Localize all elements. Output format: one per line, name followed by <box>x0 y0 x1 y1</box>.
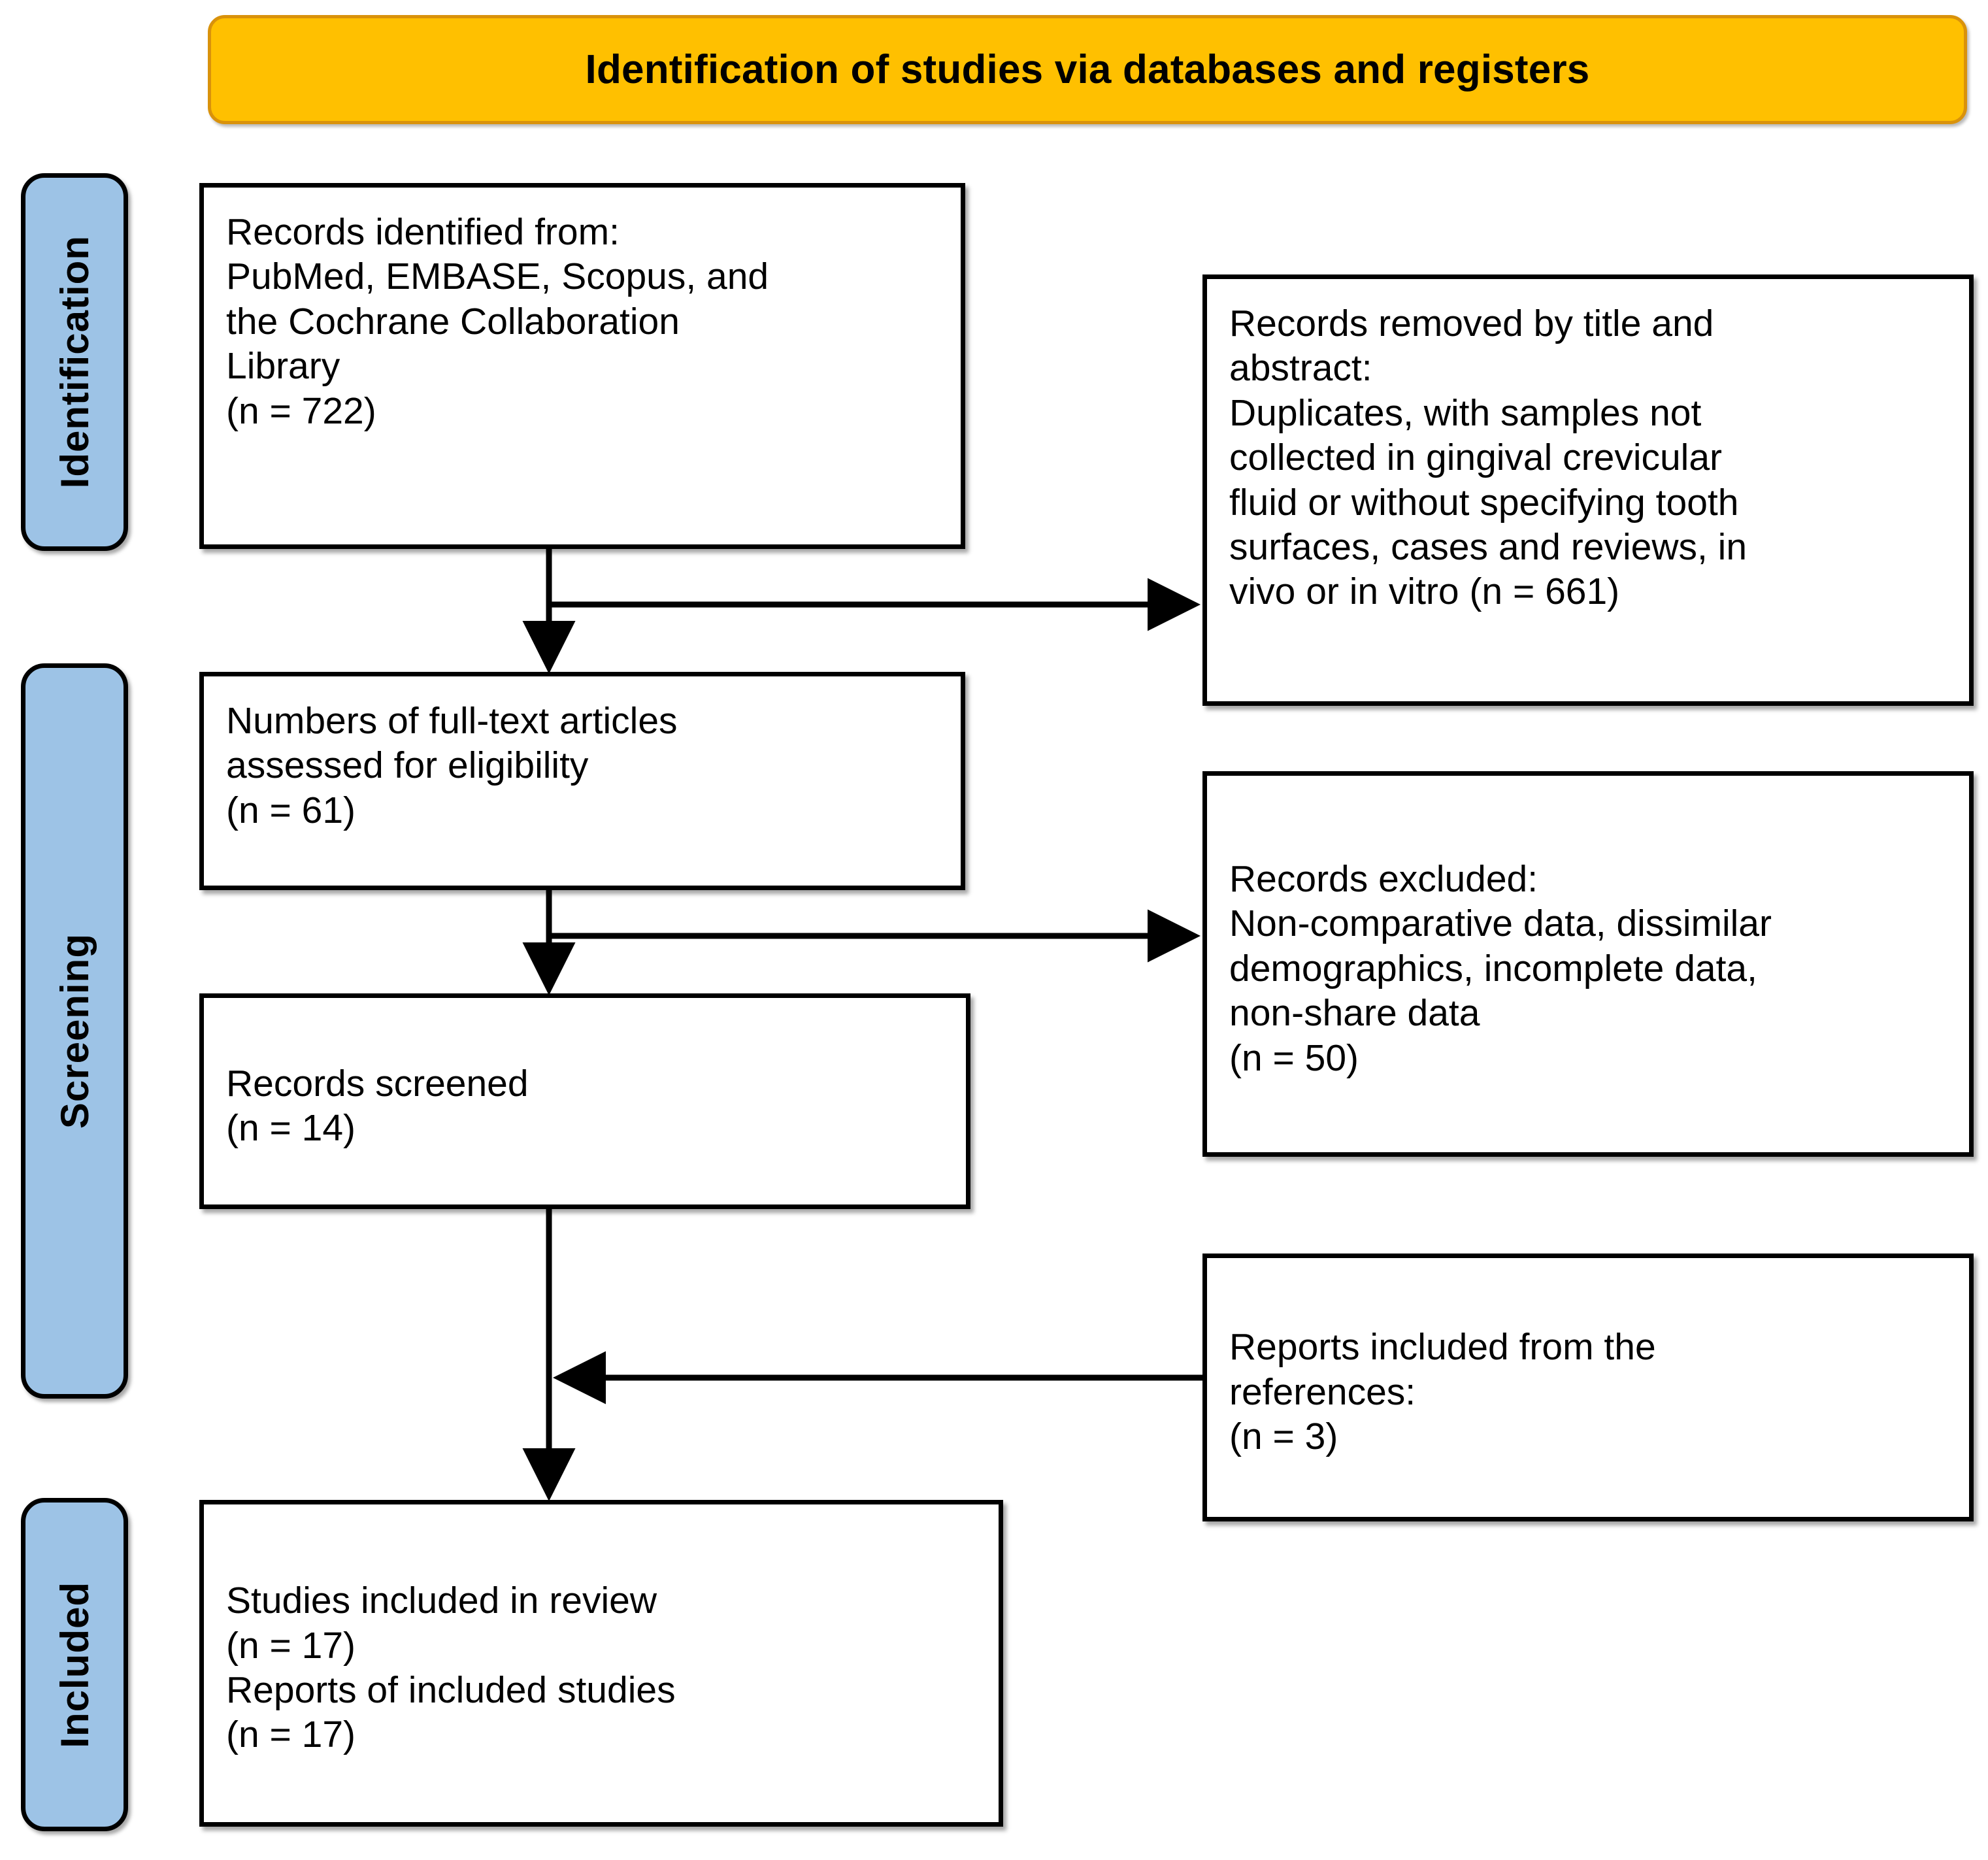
diagram-title-banner: Identification of studies via databases … <box>208 15 1967 124</box>
node-records-excluded: Records excluded: Non-comparative data, … <box>1202 771 1974 1157</box>
stage-tab-identification-label: Identification <box>52 235 97 489</box>
page-title: Identification of studies via databases … <box>585 47 1590 92</box>
node-studies-included-text: Studies included in review (n = 17) Repo… <box>226 1580 676 1756</box>
node-records-excluded-text: Records excluded: Non-comparative data, … <box>1229 858 1772 1079</box>
node-records-screened-text: Records screened (n = 14) <box>226 1062 529 1149</box>
node-reports-from-references-text: Reports included from the references: (n… <box>1229 1326 1656 1458</box>
stage-tab-screening: Screening <box>21 663 128 1399</box>
node-records-removed-text: Records removed by title and abstract: D… <box>1229 303 1748 613</box>
node-records-removed: Records removed by title and abstract: D… <box>1202 274 1974 706</box>
node-records-screened: Records screened (n = 14) <box>199 993 970 1209</box>
stage-tab-screening-label: Screening <box>52 933 97 1129</box>
node-fulltext-assessed-text: Numbers of full-text articles assessed f… <box>226 700 678 831</box>
stage-tab-included-label: Included <box>52 1581 97 1748</box>
stage-tab-included: Included <box>21 1498 128 1831</box>
node-fulltext-assessed: Numbers of full-text articles assessed f… <box>199 672 965 890</box>
node-reports-from-references: Reports included from the references: (n… <box>1202 1254 1974 1521</box>
stage-tab-identification: Identification <box>21 173 128 551</box>
node-studies-included: Studies included in review (n = 17) Repo… <box>199 1500 1003 1827</box>
node-records-identified-text: Records identified from: PubMed, EMBASE,… <box>226 211 769 432</box>
node-records-identified: Records identified from: PubMed, EMBASE,… <box>199 183 965 549</box>
